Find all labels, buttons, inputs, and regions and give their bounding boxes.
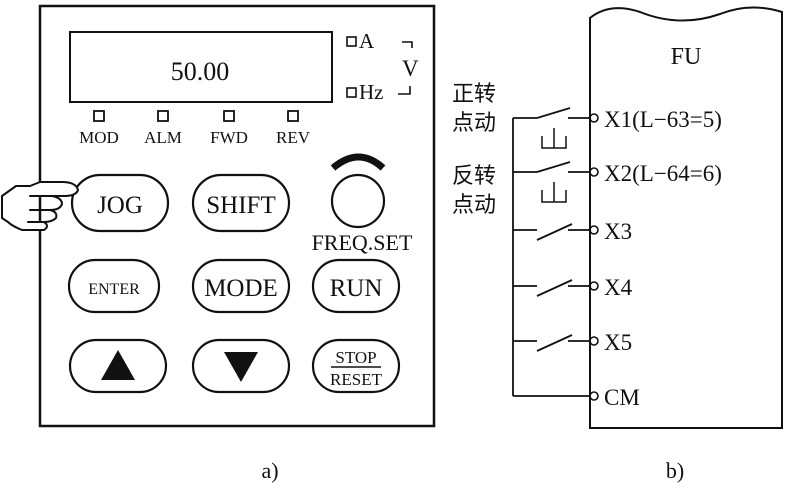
unit-volts: V: [402, 56, 419, 81]
stop-reset-button[interactable]: STOP RESET: [311, 338, 401, 394]
fu-box: [589, 6, 783, 429]
shift-button-label: SHIFT: [206, 192, 275, 219]
up-arrow-icon: [101, 350, 135, 380]
led-label-rev: REV: [276, 128, 311, 147]
led-label-fwd: FWD: [210, 128, 248, 147]
volts-bracket-top-icon: [402, 41, 413, 48]
display-value: 50.00: [171, 57, 230, 86]
wiring-panel: FU 正转 点动 反转 点动 X1(L−63=5) X2(L−64=6): [452, 6, 783, 483]
mode-button-label: MODE: [204, 275, 278, 302]
keypad-frame: [38, 4, 436, 428]
caption-a: a): [261, 458, 278, 483]
unit-amps: A: [359, 29, 375, 53]
down-button[interactable]: [191, 338, 291, 394]
run-button-label: RUN: [330, 275, 383, 302]
enter-button[interactable]: ENTER: [67, 258, 161, 314]
knob-arc-icon: [330, 153, 386, 171]
terminal-x2-icon: [589, 167, 599, 177]
status-leds: MOD ALM FWD REV: [79, 110, 311, 147]
fu-label: FU: [671, 44, 702, 70]
reverse-jog-label-2: 点动: [452, 193, 496, 218]
switch-x4: X4: [513, 275, 633, 300]
knob-dial-icon: [330, 173, 386, 229]
up-button[interactable]: [68, 338, 168, 394]
led-label-mod: MOD: [79, 128, 119, 147]
jog-button[interactable]: JOG: [70, 173, 170, 233]
led-mod-icon: [93, 110, 105, 122]
terminal-cm: CM: [513, 385, 640, 410]
terminal-x3-label: X3: [604, 219, 632, 244]
forward-jog-label-1: 正转: [452, 82, 496, 107]
unit-hertz: Hz: [359, 80, 384, 104]
led-hertz-icon: [346, 87, 357, 98]
switch-x3: X3: [513, 219, 632, 244]
terminal-cm-label: CM: [604, 385, 640, 410]
switch-x1: X1(L−63=5): [513, 107, 722, 149]
shift-button[interactable]: SHIFT: [191, 173, 291, 233]
pushbutton-x1-icon: [541, 128, 567, 149]
caption-b: b): [666, 458, 684, 483]
lcd-display: [69, 31, 333, 103]
led-fwd-icon: [223, 110, 235, 122]
led-alm-icon: [157, 110, 169, 122]
terminal-x1-label: X1(L−63=5): [604, 107, 722, 132]
switch-x2: X2(L−64=6): [513, 161, 722, 203]
led-amps-icon: [346, 36, 357, 47]
led-rev-icon: [287, 110, 299, 122]
switch-x5: X5: [513, 330, 632, 355]
jog-button-label: JOG: [97, 192, 143, 219]
freq-set-label: FREQ.SET: [312, 230, 413, 255]
forward-jog-label-2: 点动: [452, 111, 496, 136]
terminal-x5-icon: [589, 336, 599, 346]
reverse-jog-label-1: 反转: [452, 164, 496, 189]
frequency-knob[interactable]: [330, 153, 386, 229]
run-button[interactable]: RUN: [311, 258, 401, 314]
terminal-x4-icon: [589, 281, 599, 291]
pointing-hand-icon: [1, 181, 79, 231]
terminal-cm-icon: [589, 391, 599, 401]
keypad-panel: 50.00 A Hz V MOD ALM FWD REV JOG SHIFT: [1, 4, 436, 483]
led-label-alm: ALM: [144, 128, 182, 147]
terminal-x5-label: X5: [604, 330, 632, 355]
pushbutton-x2-icon: [541, 182, 567, 203]
terminal-x4-label: X4: [604, 275, 633, 300]
terminal-x1-icon: [589, 113, 599, 123]
enter-button-label: ENTER: [88, 281, 140, 298]
terminal-x3-icon: [589, 225, 599, 235]
volts-bracket-bottom-icon: [398, 86, 411, 95]
reset-label: RESET: [330, 370, 383, 389]
mode-button[interactable]: MODE: [191, 258, 291, 314]
stop-label: STOP: [335, 348, 376, 367]
down-arrow-icon: [224, 352, 258, 382]
terminal-x2-label: X2(L−64=6): [604, 161, 722, 186]
